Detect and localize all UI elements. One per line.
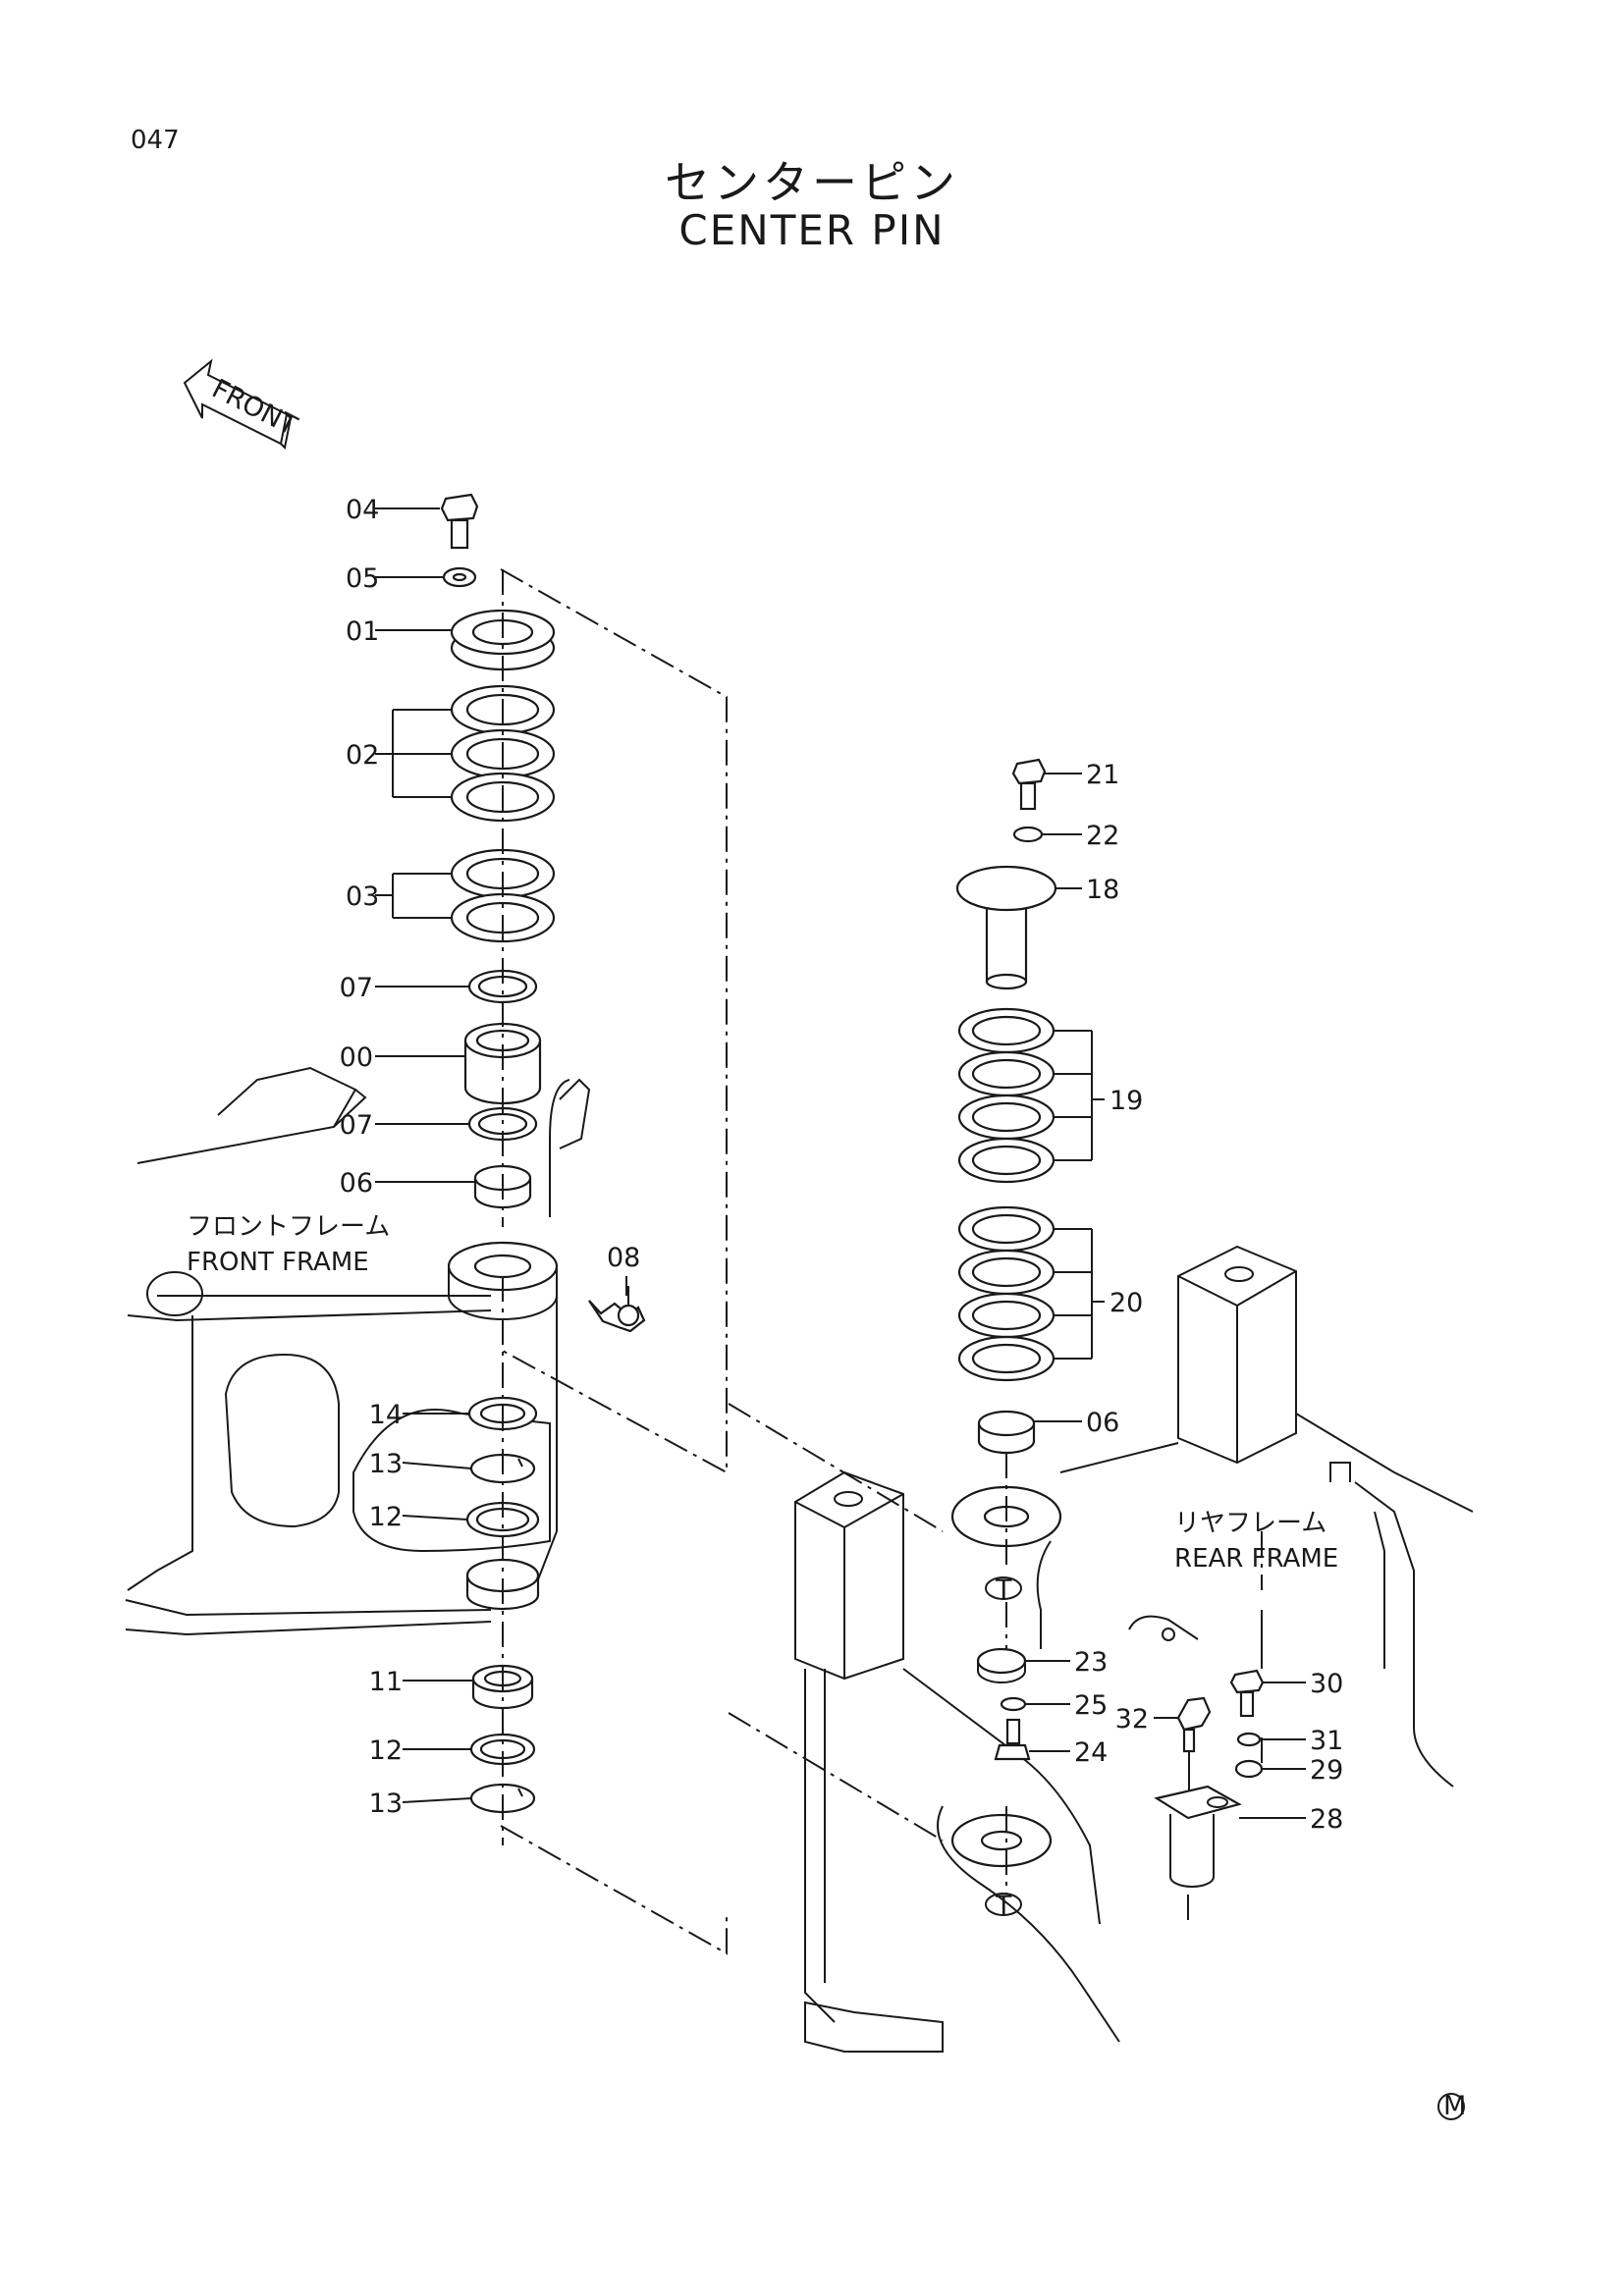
svg-text:M: M xyxy=(1443,2091,1466,2121)
part-24-bolt xyxy=(994,1718,1031,1761)
callout-03: 03 xyxy=(346,881,379,912)
callout-28: 28 xyxy=(1310,1804,1343,1835)
callout-24: 24 xyxy=(1074,1737,1108,1768)
svg-text:T: T xyxy=(995,1891,1012,1921)
callout-14: 14 xyxy=(369,1400,403,1430)
section-marker-upper: T xyxy=(985,1575,1022,1605)
page-title-en: CENTER PIN xyxy=(678,206,946,254)
part-28-pin xyxy=(1154,1785,1242,1888)
part-31-washer xyxy=(1236,1732,1262,1747)
part-20-shims xyxy=(957,1205,1056,1382)
part-21-bolt xyxy=(1011,758,1047,811)
callout-leaders xyxy=(375,507,1306,1819)
callout-11: 11 xyxy=(369,1667,403,1697)
page-title-jp: センターピン xyxy=(665,156,959,209)
callout-20: 20 xyxy=(1110,1288,1143,1318)
section-marker-lower: T xyxy=(985,1891,1022,1921)
callout-12-lower: 12 xyxy=(369,1735,403,1766)
front-arrow-icon: FRONT xyxy=(183,358,302,451)
callout-18: 18 xyxy=(1086,875,1119,905)
callout-05: 05 xyxy=(346,563,379,594)
rear-frame-label-jp: リヤフレーム xyxy=(1174,1509,1326,1538)
part-19-shims xyxy=(957,1007,1056,1184)
part-23-plate xyxy=(976,1647,1027,1683)
manufacturer-mark-icon: M xyxy=(1437,2091,1466,2121)
part-04-bolt xyxy=(440,493,479,550)
callout-13-upper: 13 xyxy=(369,1449,403,1479)
part-25-washer xyxy=(1000,1696,1027,1712)
callout-labels: 04 05 01 02 03 07 00 07 06 08 14 13 12 1… xyxy=(340,495,1344,1835)
part-06-bushing-right xyxy=(977,1410,1036,1455)
callout-19: 19 xyxy=(1110,1086,1143,1116)
callout-07-upper: 07 xyxy=(340,973,373,1003)
callout-12-upper: 12 xyxy=(369,1502,403,1532)
callout-13-lower: 13 xyxy=(369,1789,403,1819)
part-32-grease-fitting xyxy=(1176,1696,1212,1796)
callout-07-lower: 07 xyxy=(340,1110,373,1141)
rear-frame-structure xyxy=(794,1245,1474,2053)
callout-06-right: 06 xyxy=(1086,1408,1119,1438)
callout-32: 32 xyxy=(1115,1704,1149,1735)
front-frame-structure xyxy=(125,1066,591,1636)
callout-21: 21 xyxy=(1086,760,1119,790)
part-05-washer xyxy=(442,566,477,588)
part-08-grease-fitting xyxy=(588,1286,646,1333)
callout-22: 22 xyxy=(1086,821,1119,851)
rear-frame-label-en: REAR FRAME xyxy=(1174,1544,1338,1574)
part-00-bearing xyxy=(463,1022,542,1105)
right-assembly-guides xyxy=(1005,1453,1263,1924)
callout-00: 00 xyxy=(340,1042,373,1073)
part-22-washer xyxy=(1012,826,1044,843)
part-30-bolt xyxy=(1229,1669,1265,1718)
callout-04: 04 xyxy=(346,495,379,525)
part-29-washer xyxy=(1234,1759,1264,1779)
callout-02: 02 xyxy=(346,740,379,771)
callout-23: 23 xyxy=(1074,1647,1108,1678)
callout-29: 29 xyxy=(1310,1755,1343,1786)
callout-31: 31 xyxy=(1310,1726,1343,1756)
part-11-collar xyxy=(471,1664,534,1710)
front-arrow-label: FRONT xyxy=(207,374,302,443)
front-frame-label-en: FRONT FRAME xyxy=(187,1248,369,1277)
page-number: 047 xyxy=(131,126,180,155)
part-18-pin xyxy=(955,865,1057,990)
front-frame-label-jp: フロントフレーム xyxy=(187,1212,390,1242)
callout-08: 08 xyxy=(607,1243,640,1273)
callout-01: 01 xyxy=(346,616,379,647)
callout-25: 25 xyxy=(1074,1690,1108,1721)
left-assembly-guides xyxy=(500,568,944,1955)
part-07-seal-upper xyxy=(467,969,538,1004)
svg-text:T: T xyxy=(995,1575,1012,1605)
callout-06-left: 06 xyxy=(340,1168,373,1199)
callout-30: 30 xyxy=(1310,1669,1343,1699)
